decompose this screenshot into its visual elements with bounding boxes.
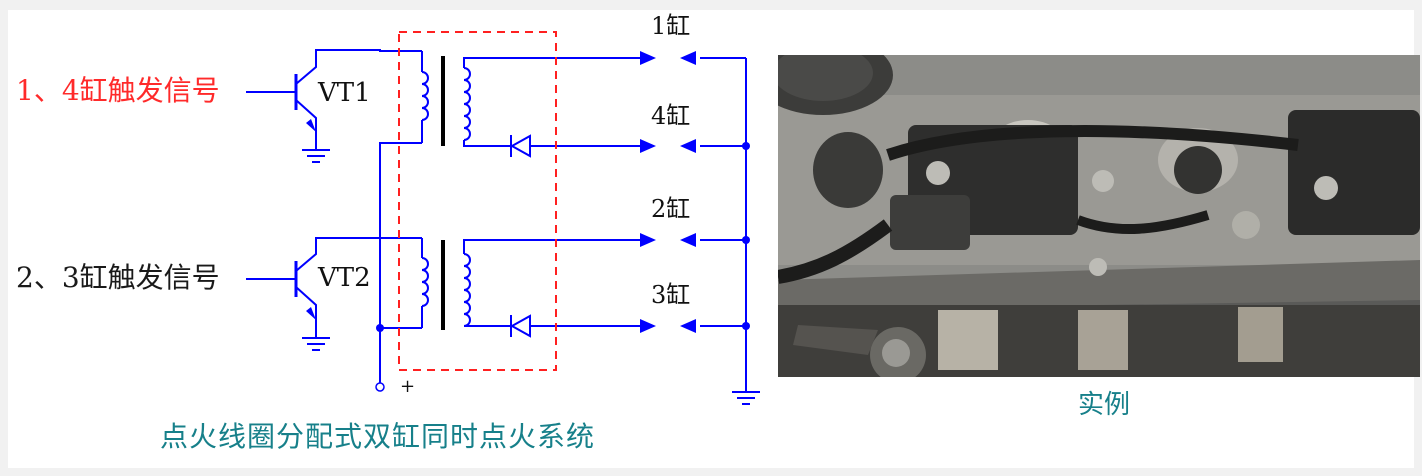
vt2-label: VT2 — [318, 263, 371, 293]
trigger-signal-label-1-4: 1、4缸触发信号 — [16, 74, 220, 107]
ignition-circuit-diagram — [246, 31, 760, 405]
diode-1 — [509, 134, 531, 158]
cylinder-2-label: 2缸 — [651, 195, 691, 223]
spark-plug-gaps — [640, 51, 696, 333]
photo-caption: 实例 — [1078, 390, 1131, 420]
vt2-collector-wire — [295, 237, 422, 272]
spark-gap-3-right — [680, 319, 696, 333]
vt2-emitter-arrow — [306, 307, 316, 320]
engine-photo — [778, 55, 1420, 377]
supply-rail — [379, 142, 422, 385]
circuit-wires — [246, 49, 760, 405]
diode-2 — [509, 314, 531, 338]
cylinder-3-label: 3缸 — [651, 281, 691, 309]
supply-plus-label: + — [400, 376, 416, 397]
cyl2-wire — [463, 239, 640, 254]
coil-module-outline — [398, 31, 557, 371]
vt1-emitter-arrow — [306, 119, 316, 132]
vt1-label: VT1 — [318, 78, 371, 108]
supply-terminal — [375, 382, 385, 392]
vt1-collector-wire — [295, 49, 422, 85]
spark-gap-4-right — [680, 139, 696, 153]
coil1-primary-winding — [421, 71, 429, 121]
trigger-signal-label-2-3: 2、3缸触发信号 — [16, 261, 220, 294]
vt1-emitter-wire — [295, 99, 317, 132]
spark-gap-1-right — [680, 51, 696, 65]
vt2-emitter-wire — [295, 286, 317, 320]
spark-gap-1-left — [640, 51, 656, 65]
spark-gap-2-right — [680, 233, 696, 247]
coil1-secondary-winding — [463, 67, 471, 141]
coil2-secondary-winding — [463, 253, 471, 327]
spark-gap-3-left — [640, 319, 656, 333]
junction-dots — [376, 142, 750, 332]
cylinder-1-label: 1缸 — [651, 12, 691, 40]
coil2-primary-winding — [421, 257, 429, 307]
diagram-caption: 点火线圈分配式双缸同时点火系统 — [160, 420, 596, 453]
cylinder-4-label: 4缸 — [651, 102, 691, 130]
cyl1-wire — [463, 57, 640, 68]
spark-gap-4-left — [640, 139, 656, 153]
engine-photo-illustration — [778, 55, 1420, 377]
spark-gap-2-left — [640, 233, 656, 247]
